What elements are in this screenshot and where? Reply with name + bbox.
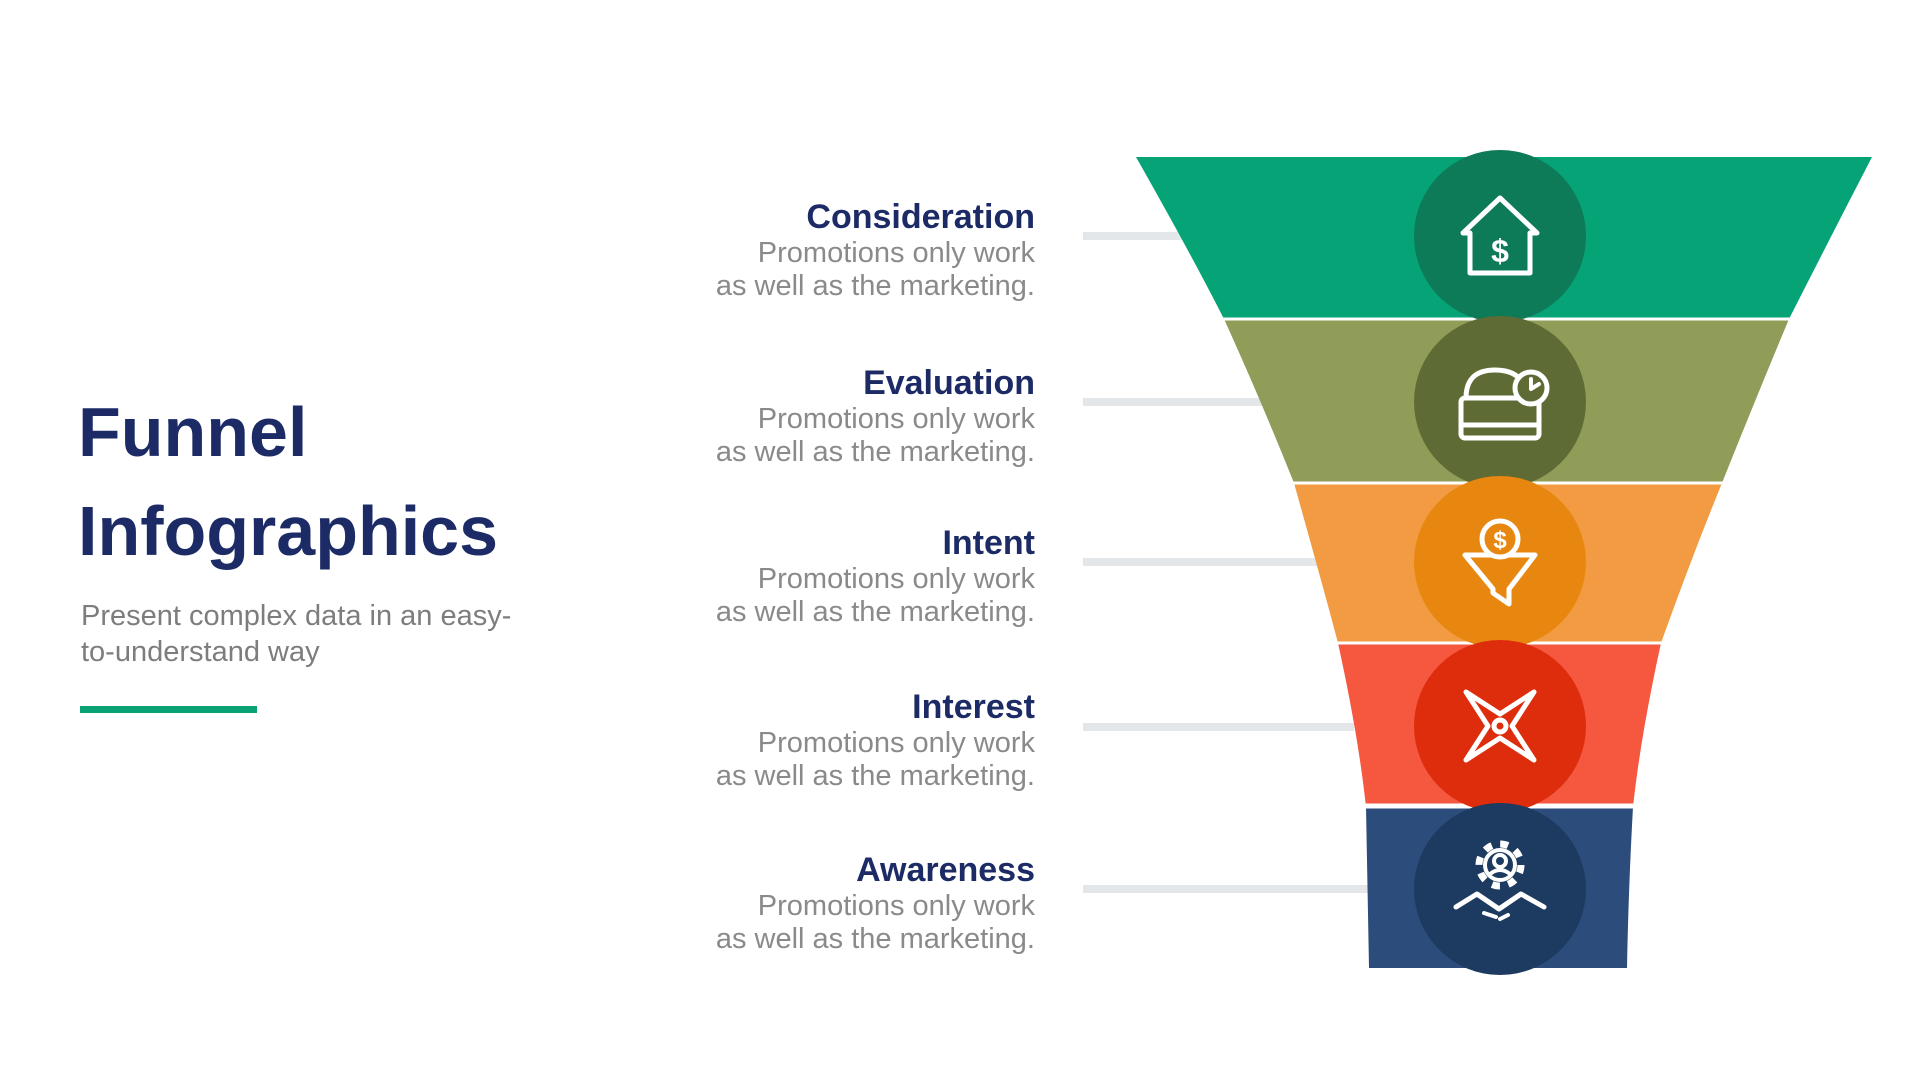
funnel-dollar-icon: $: [1462, 518, 1538, 607]
stage-title: Intent: [942, 524, 1035, 562]
page-subtitle: Present complex data in an easy- to-unde…: [81, 598, 511, 670]
connector-line: [1083, 558, 1322, 566]
stage-desc-line: as well as the marketing.: [715, 760, 1035, 792]
stage-label-block-interest: Interest Promotions only work as well as…: [716, 687, 1035, 793]
page-title-line-2: Infographics: [78, 492, 499, 570]
stage-desc-line: Promotions only work: [757, 403, 1035, 435]
connector-line: [1083, 723, 1354, 731]
stage-title: Consideration: [806, 198, 1035, 236]
stage-desc-line: Promotions only work: [757, 563, 1035, 595]
stage-icon-circle: [1414, 316, 1586, 488]
page-title-line-1: Funnel: [78, 393, 308, 471]
stage-label-block-consideration: Consideration Promotions only work as we…: [716, 197, 1035, 303]
stage-icon-circles: [1414, 150, 1586, 975]
stage-icon-circle: [1414, 150, 1586, 322]
stage-desc-line: as well as the marketing.: [715, 596, 1035, 628]
stage-desc-line: Promotions only work: [757, 237, 1035, 269]
connector-line: [1083, 232, 1183, 240]
stage-label-block-evaluation: Evaluation Promotions only work as well …: [716, 363, 1035, 469]
stage-title: Evaluation: [863, 364, 1035, 402]
stage-desc-line: Promotions only work: [757, 727, 1035, 759]
page-title: Funnel Infographics: [78, 383, 498, 581]
page-subtitle-line-2: to-understand way: [81, 636, 320, 668]
stage-desc-line: as well as the marketing.: [715, 923, 1035, 955]
page-subtitle-line-1: Present complex data in an easy-: [81, 600, 512, 632]
svg-text:$: $: [1491, 233, 1509, 269]
house-dollar-icon: $: [1460, 195, 1540, 276]
svg-text:$: $: [1493, 527, 1507, 554]
stage-desc-line: as well as the marketing.: [715, 270, 1035, 302]
connector-line: [1083, 885, 1376, 893]
stage-label-block-intent: Intent Promotions only work as well as t…: [716, 523, 1035, 629]
stage-desc-line: Promotions only work: [757, 890, 1035, 922]
stage-title: Interest: [912, 688, 1035, 726]
stage-label-block-awareness: Awareness Promotions only work as well a…: [716, 850, 1035, 956]
briefcase-clock-icon: [1458, 367, 1550, 441]
connector-lines: [1083, 232, 1376, 893]
pinwheel-icon: [1463, 689, 1537, 763]
stage-desc-line: as well as the marketing.: [715, 436, 1035, 468]
connector-line: [1083, 398, 1270, 406]
stage-title: Awareness: [856, 851, 1035, 889]
stage-icon-circle: [1414, 640, 1586, 812]
accent-underline: [80, 706, 257, 713]
stage-icon-circle: [1414, 476, 1586, 648]
handshake-gear-icon: [1453, 840, 1547, 921]
stage-icon-circle: [1414, 803, 1586, 975]
